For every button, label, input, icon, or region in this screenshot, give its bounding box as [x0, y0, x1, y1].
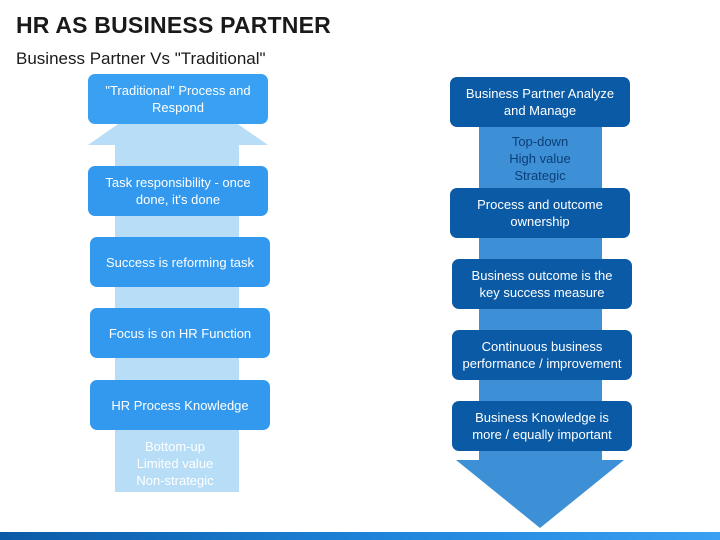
traditional-step-4: HR Process Knowledge: [90, 380, 270, 430]
business-partner-caption: Top-down High value Strategic: [509, 134, 571, 183]
page-title: HR AS BUSINESS PARTNER: [16, 12, 331, 38]
traditional-top-box: "Traditional" Process and Respond: [88, 74, 268, 124]
business-partner-step-3: Continuous business performance / improv…: [452, 330, 632, 380]
business-partner-step-2: Business outcome is the key success meas…: [452, 259, 632, 309]
business-partner-step-1: Process and outcome ownership: [450, 188, 630, 238]
footer-accent-bar: [0, 532, 720, 540]
business-partner-top-box: Business Partner Analyze and Manage: [450, 77, 630, 127]
traditional-step-2: Success is reforming task: [90, 237, 270, 287]
traditional-step-3: Focus is on HR Function: [90, 308, 270, 358]
traditional-caption: Bottom-up Limited value Non-strategic: [136, 439, 214, 488]
page-subtitle: Business Partner Vs "Traditional": [16, 49, 266, 68]
business-partner-step-4: Business Knowledge is more / equally imp…: [452, 401, 632, 451]
traditional-step-1: Task responsibility - once done, it's do…: [88, 166, 268, 216]
